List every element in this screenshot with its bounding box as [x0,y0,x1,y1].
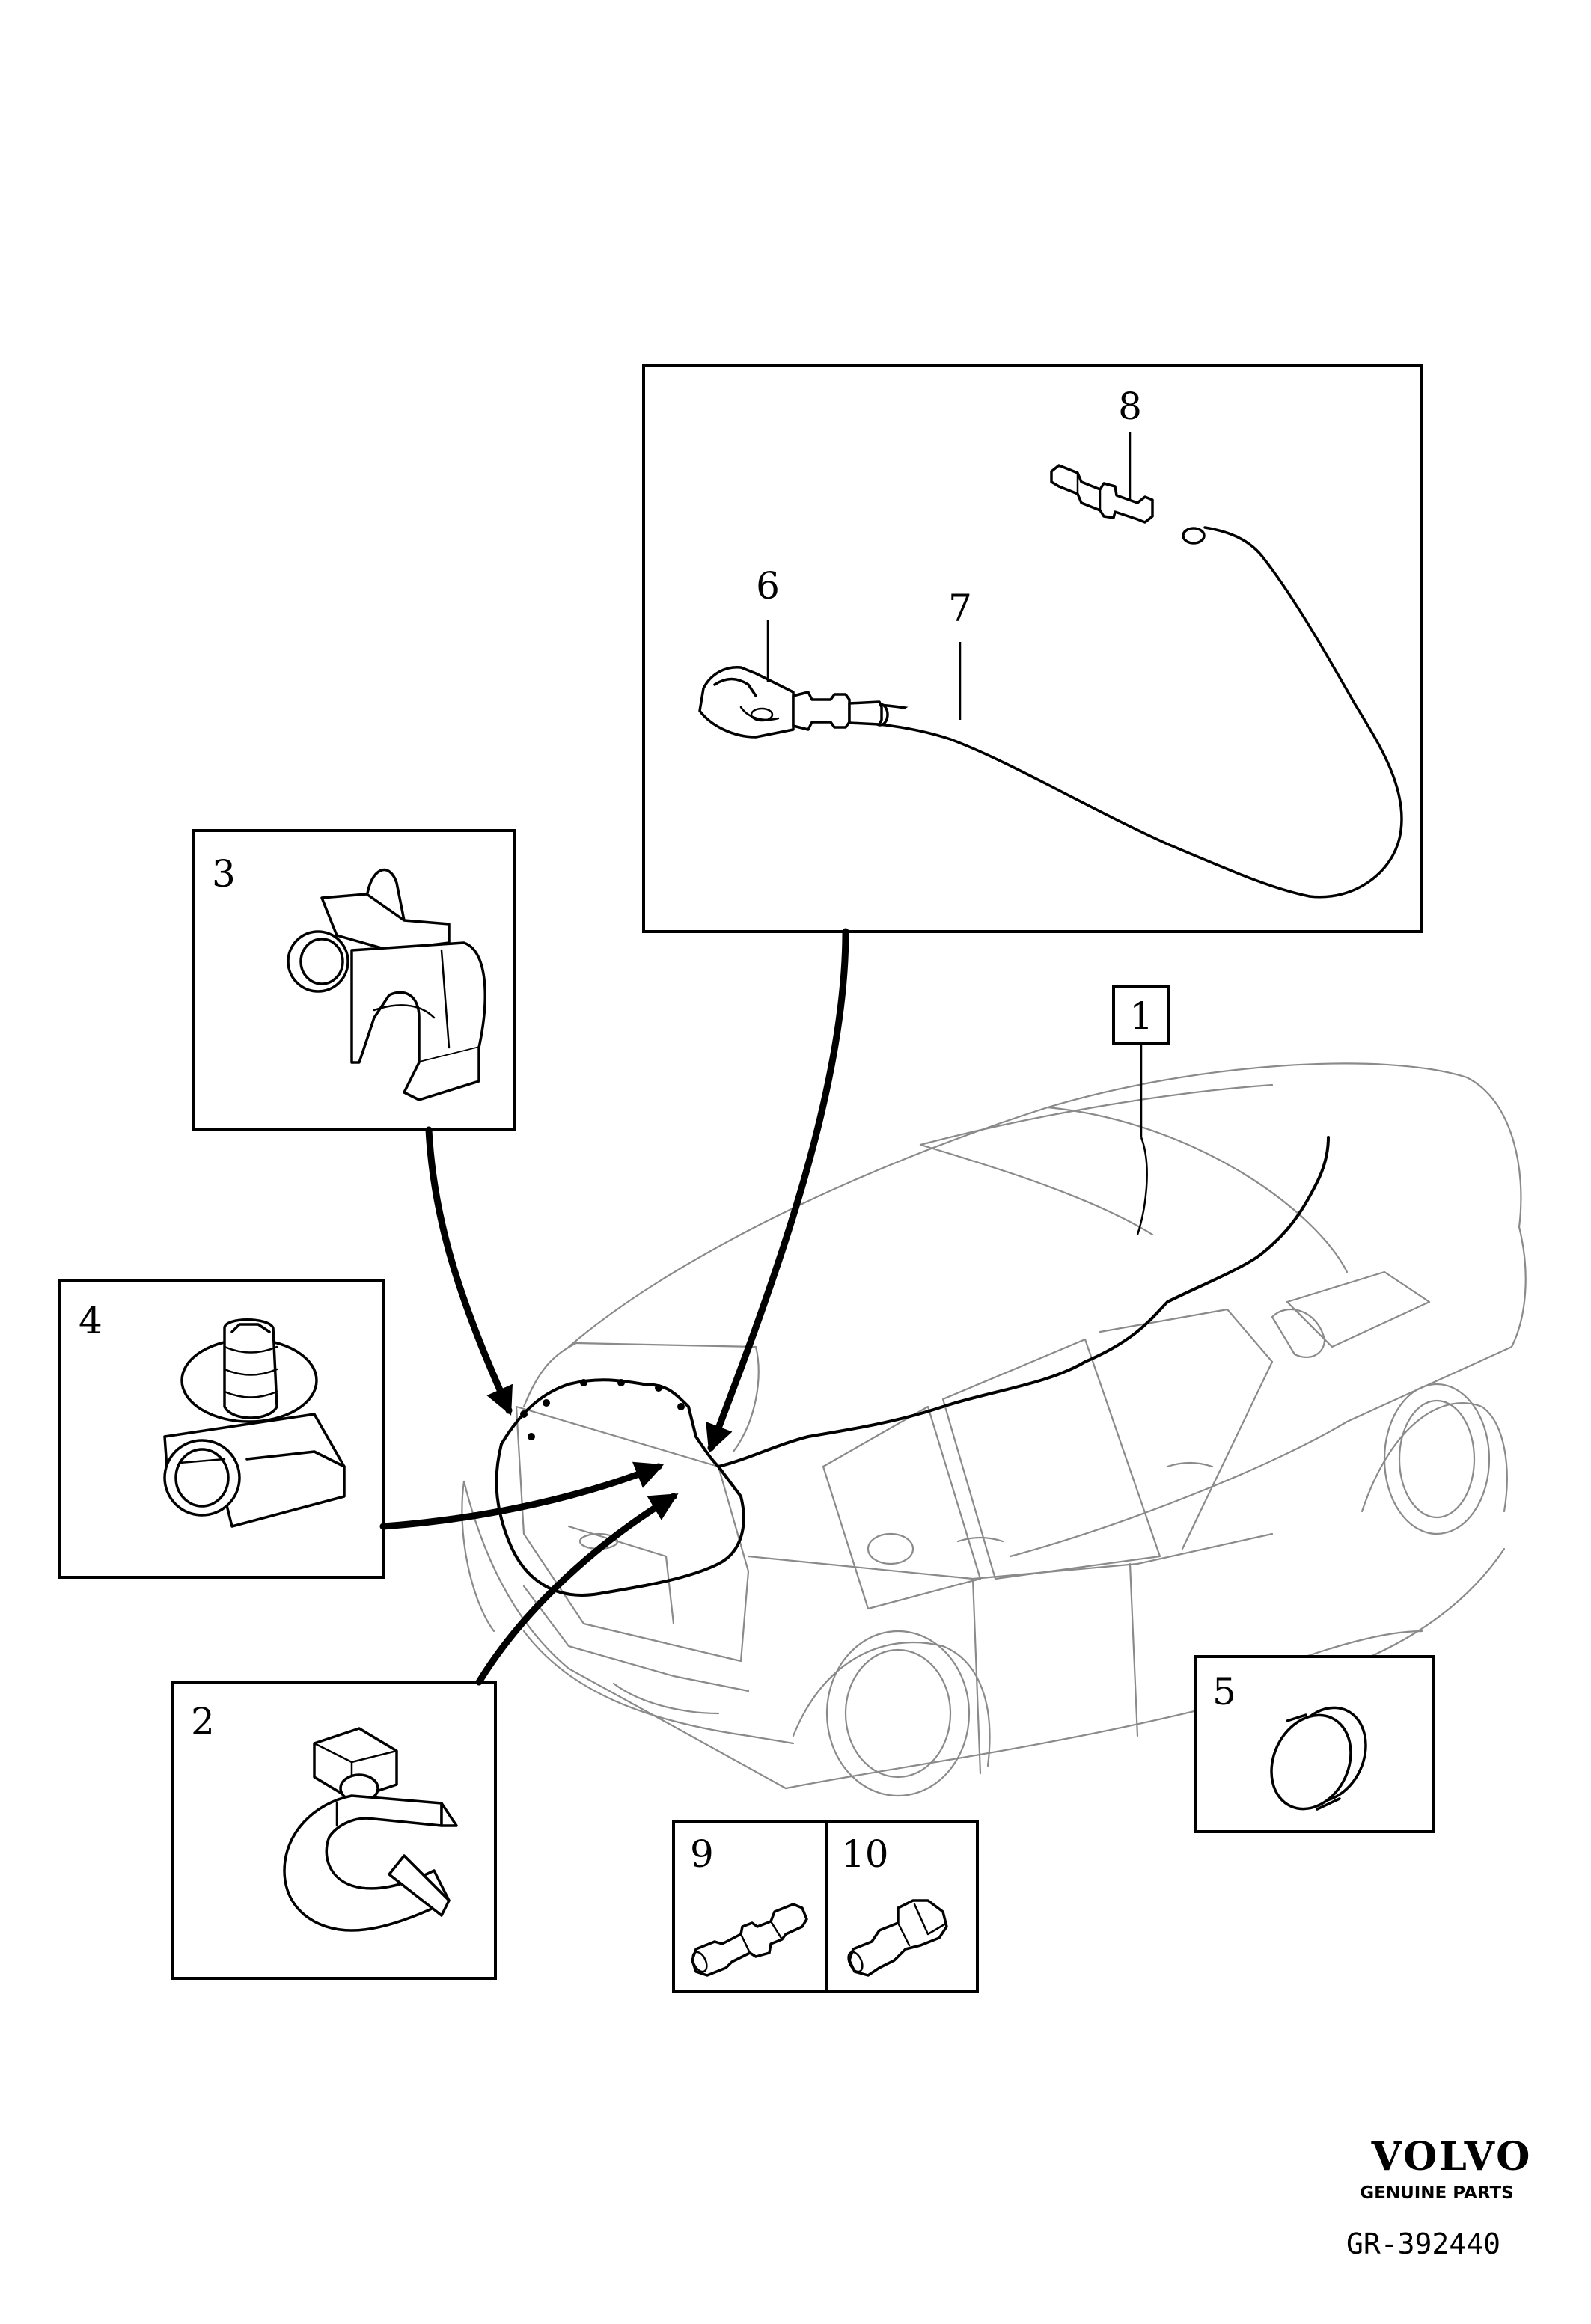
callout-10: 10 [841,1832,889,1876]
callout-5: 5 [1212,1670,1236,1713]
callout-6: 6 [756,564,780,608]
diagram-reference: GR-392440 [1346,2227,1500,2260]
volvo-logo: VOLVO [1371,2134,1533,2180]
callout-1: 1 [1129,994,1153,1038]
connector-9 [691,1903,808,1977]
connector-10 [847,1899,948,1977]
genuine-parts-label: GENUINE PARTS [1360,2183,1514,2203]
cable-clip-2 [283,1727,458,1932]
callout-4: 4 [79,1299,103,1342]
callout-7: 7 [948,587,972,630]
cap-5 [1270,1706,1367,1811]
hose-routing [495,1136,1330,1597]
callout-9: 9 [690,1832,714,1876]
cable-clip-4 [163,1318,346,1528]
cable-clip-3 [287,868,486,1101]
pointer-arrows [379,928,849,1686]
callout-2: 2 [191,1700,215,1743]
callout-8: 8 [1118,385,1142,428]
box-callout-1 [1112,985,1170,1045]
hose-connector-8 [1050,464,1154,524]
washer-nozzle-6 [698,666,883,739]
callout-3: 3 [212,852,236,896]
